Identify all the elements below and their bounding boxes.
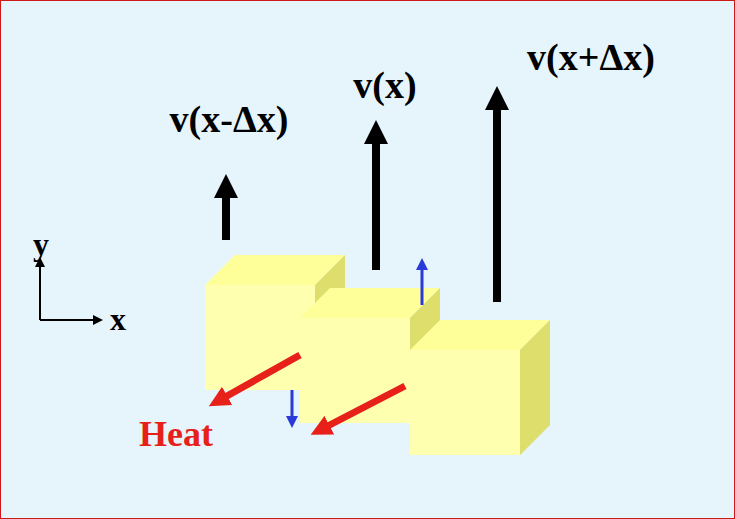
- axis-label: y: [33, 228, 49, 260]
- velocity-label: v(x+Δx): [527, 38, 655, 76]
- velocity-label: v(x): [353, 66, 416, 104]
- axes: [40, 262, 98, 320]
- shear-arrow: [292, 264, 422, 422]
- axis-label: x: [110, 303, 126, 335]
- velocity-label: v(x-Δx): [170, 100, 289, 138]
- cube: [410, 320, 550, 455]
- heat-arrow: [218, 355, 405, 430]
- heat-label: Heat: [139, 416, 213, 452]
